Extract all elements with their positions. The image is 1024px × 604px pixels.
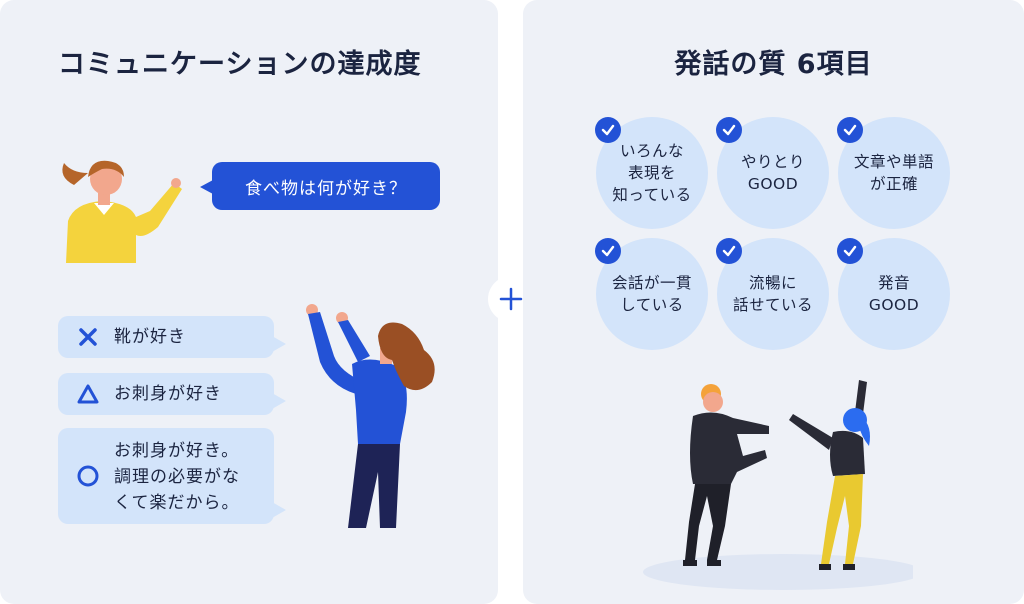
check-icon xyxy=(595,117,621,143)
check-icon xyxy=(595,238,621,264)
quality-item-label: いろんな 表現を 知っている xyxy=(612,142,692,204)
question-bubble: 食べ物は何が好き？ xyxy=(200,162,440,210)
answer-bubble-wrong: 靴が好き xyxy=(58,316,286,358)
quality-item-label: 発音 GOOD xyxy=(868,274,920,314)
left-panel: コミュニケーションの達成度 食べ物は何が好き？ 靴が好き xyxy=(0,0,498,604)
check-icon xyxy=(837,117,863,143)
quality-item: 流暢に 話せている xyxy=(717,238,829,350)
quality-item-label: 会話が一貫 している xyxy=(611,274,692,314)
quality-item: 文章や単語 が正確 xyxy=(838,117,950,229)
quality-item: 会話が一貫 している xyxy=(596,238,708,350)
right-panel: 発話の質 6項目 いろんな 表現を 知っている やりとり GOOD 文章や単語 … xyxy=(523,0,1024,604)
triangle-mark-icon xyxy=(76,382,100,406)
woman-back-illustration xyxy=(300,302,450,528)
communication-title: コミュニケーションの達成度 xyxy=(58,49,422,80)
girl-illustration xyxy=(58,155,188,263)
answer-bubble-partial: お刺身が好き xyxy=(58,373,286,415)
quality-item-label: 文章や単語 が正確 xyxy=(853,153,934,193)
answer-bubble-correct: お刺身が好き。 調理の必要がな くて楽だから。 xyxy=(58,428,286,524)
answer-text: 靴が好き xyxy=(114,327,186,347)
speech-quality-title: 発話の質 6項目 xyxy=(674,49,873,80)
quality-item-label: やりとり GOOD xyxy=(740,153,805,193)
cross-mark-icon xyxy=(76,325,100,349)
quality-item-label: 流暢に 話せている xyxy=(732,274,813,314)
answer-text: お刺身が好き。 調理の必要がな くて楽だから。 xyxy=(114,441,240,513)
circle-mark-icon xyxy=(76,464,100,488)
check-icon xyxy=(716,117,742,143)
conversation-illustration xyxy=(633,376,913,592)
answer-text: お刺身が好き xyxy=(114,384,222,404)
check-icon xyxy=(837,238,863,264)
check-icon xyxy=(716,238,742,264)
